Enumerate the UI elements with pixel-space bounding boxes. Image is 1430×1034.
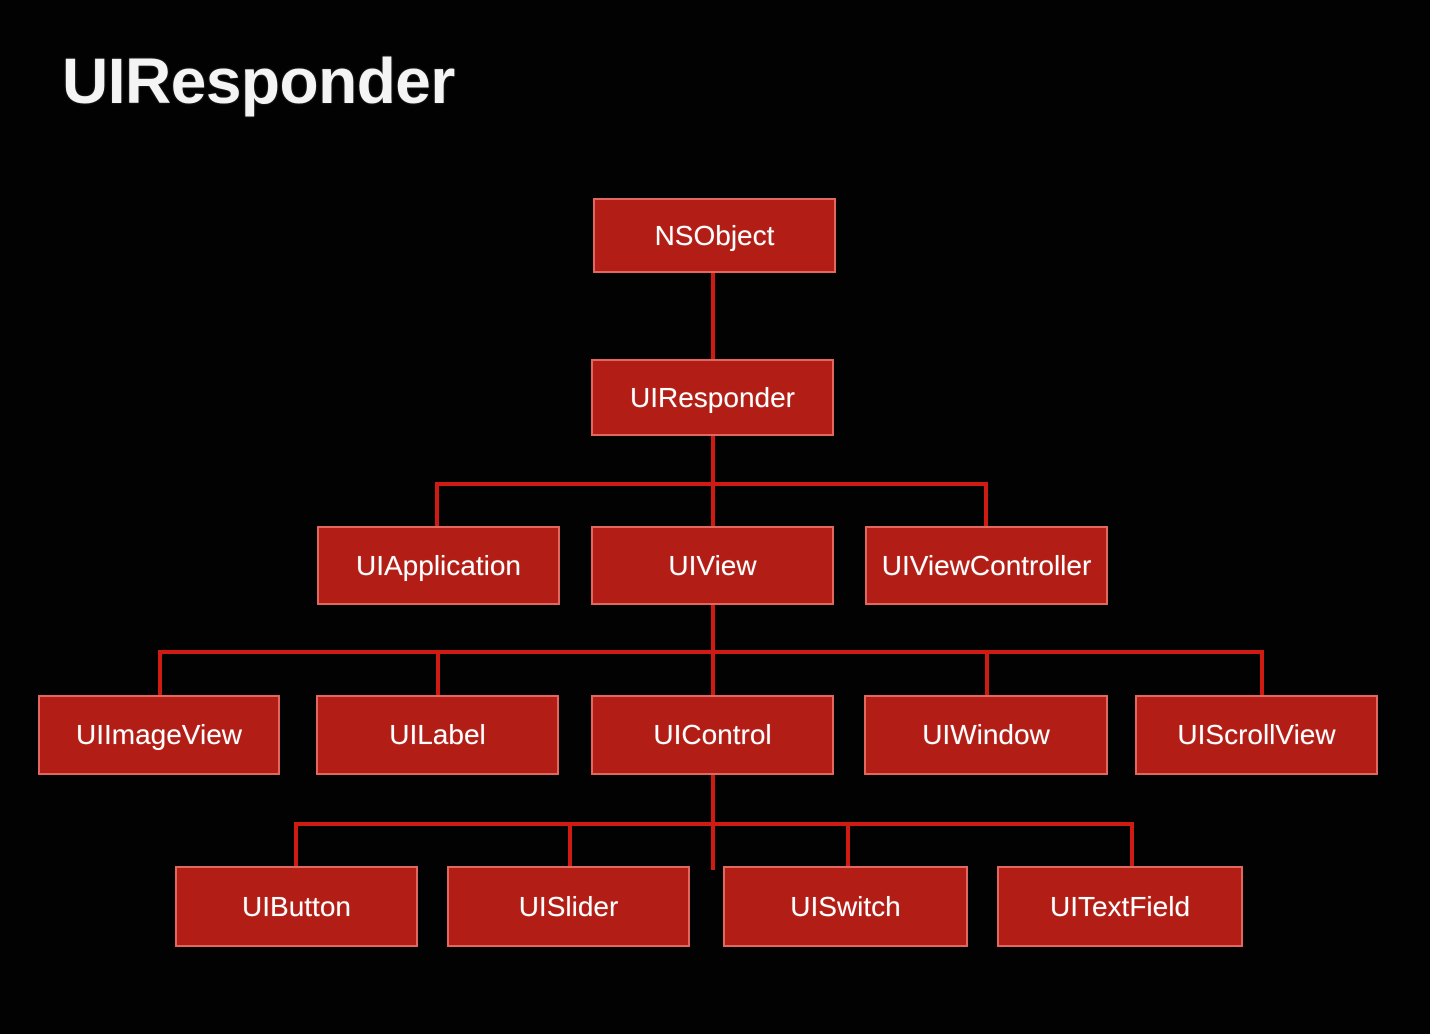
node-uiresponder[interactable]: UIResponder bbox=[591, 359, 834, 436]
connector-row3-drop-uiviewcontroller bbox=[984, 482, 988, 528]
node-uicontrol[interactable]: UIControl bbox=[591, 695, 834, 775]
node-uiapplication[interactable]: UIApplication bbox=[317, 526, 560, 605]
connector-nsobject-to-uiresponder bbox=[711, 272, 715, 362]
node-uislider[interactable]: UISlider bbox=[447, 866, 690, 947]
node-label: UIWindow bbox=[922, 719, 1050, 750]
connector-row5-drop-uiswitch bbox=[846, 822, 850, 868]
connector-row4-drop-uilabel bbox=[436, 650, 440, 697]
node-label: UIImageView bbox=[75, 719, 242, 750]
node-uiviewcontroller[interactable]: UIViewController bbox=[865, 526, 1108, 605]
node-label: UISlider bbox=[518, 890, 619, 922]
node-uiwindow[interactable]: UIWindow bbox=[864, 695, 1108, 775]
connector-row5-bus bbox=[294, 822, 1133, 826]
connector-row4-drop-uiscrollview bbox=[1260, 650, 1264, 697]
node-label: UIViewController bbox=[881, 549, 1092, 581]
node-label: UIButton bbox=[242, 890, 351, 922]
node-label: UIResponder bbox=[630, 381, 795, 413]
node-label: UITextField bbox=[1049, 890, 1191, 922]
connector-row5-drop-uislider bbox=[568, 822, 572, 868]
connector-row5-drop-uibutton bbox=[294, 822, 298, 868]
node-label: NSObject bbox=[654, 219, 775, 251]
node-label: UISwitch bbox=[790, 890, 901, 922]
node-uitextfield[interactable]: UITextField bbox=[997, 866, 1243, 947]
node-uiswitch[interactable]: UISwitch bbox=[723, 866, 968, 947]
connector-row4-drop-uiwindow bbox=[985, 650, 989, 697]
node-uiscrollview[interactable]: UIScrollView bbox=[1135, 695, 1378, 775]
node-uilabel[interactable]: UILabel bbox=[316, 695, 559, 775]
connector-row4-drop-uiimageview bbox=[158, 650, 162, 697]
page-title: UIResponder bbox=[62, 45, 455, 117]
node-uibutton[interactable]: UIButton bbox=[175, 866, 418, 947]
node-label: UIControl bbox=[653, 719, 772, 750]
connector-row5-drop-uitextfield bbox=[1130, 822, 1134, 868]
connector-row4-bus bbox=[158, 650, 1264, 654]
node-nsobject[interactable]: NSObject bbox=[593, 198, 836, 273]
node-label: UIScrollView bbox=[1177, 719, 1336, 750]
node-label: UIView bbox=[668, 549, 757, 581]
connector-row3-drop-uiapplication bbox=[435, 482, 439, 528]
connector-row3-bus bbox=[435, 482, 988, 486]
node-label: UIApplication bbox=[356, 549, 521, 581]
node-label: UILabel bbox=[389, 719, 486, 750]
node-uiimageview[interactable]: UIImageView bbox=[38, 695, 280, 775]
node-uiview[interactable]: UIView bbox=[591, 526, 834, 605]
